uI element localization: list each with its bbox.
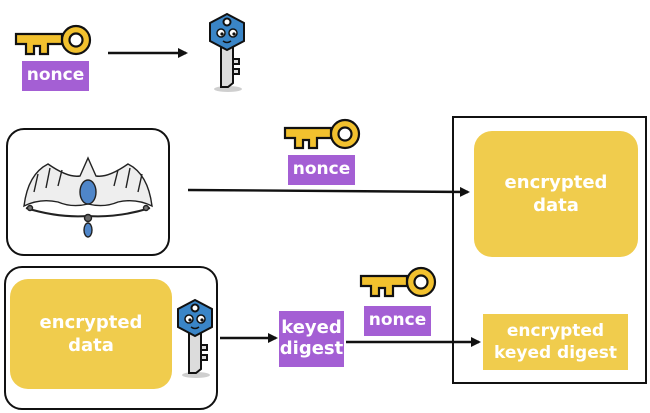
golden-key-icon — [283, 118, 361, 150]
output-encrypted-data: encrypted data — [474, 131, 638, 257]
golden-key-icon — [14, 24, 92, 56]
diadem-icon — [23, 156, 153, 238]
blue-cartoon-key-icon — [209, 12, 245, 92]
diadem-frame — [6, 128, 170, 256]
input-encrypted-data: encrypted data — [10, 279, 172, 389]
arrow-middle — [187, 186, 470, 197]
nonce-tag-bottom: nonce — [364, 306, 431, 336]
output-encrypted-keyed-digest: encrypted keyed digest — [483, 314, 628, 370]
nonce-tag-middle: nonce — [288, 155, 355, 185]
keyed-digest-tag: keyed digest — [279, 311, 344, 367]
golden-key-icon — [359, 266, 437, 298]
blue-cartoon-key-icon — [177, 298, 213, 378]
nonce-tag-top: nonce — [22, 61, 89, 91]
